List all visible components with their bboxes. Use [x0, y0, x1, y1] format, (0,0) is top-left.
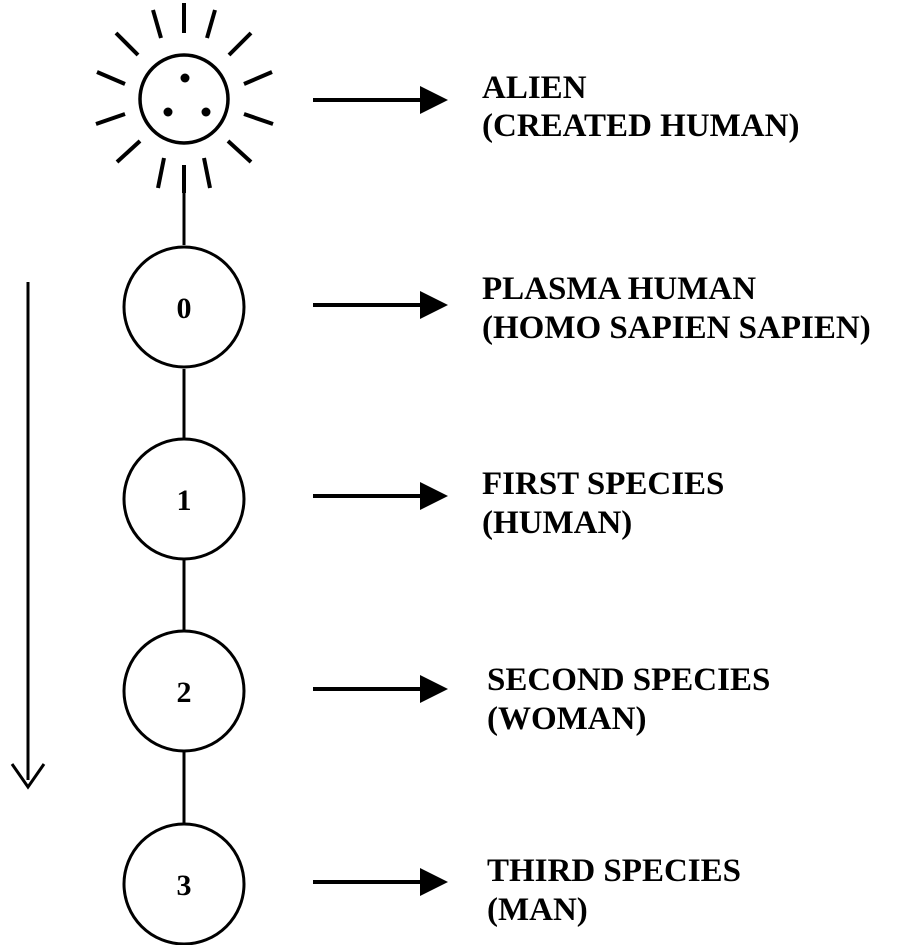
arrow-node-1	[313, 482, 448, 510]
label-node-1: FIRST SPECIES (HUMAN)	[482, 466, 724, 541]
label-node-1-line1: FIRST SPECIES	[482, 466, 724, 502]
label-node-3-line2: (MAN)	[487, 892, 588, 928]
alien-eye-right	[201, 107, 211, 117]
arrow-node-3	[313, 868, 448, 896]
arrow-node-2	[313, 675, 448, 703]
label-node-0: PLASMA HUMAN (HOMO SAPIEN SAPIEN)	[482, 271, 871, 346]
alien-eye-left	[163, 107, 173, 117]
label-node-3: THIRD SPECIES (MAN)	[487, 853, 741, 928]
node-2: 2	[122, 629, 246, 753]
node-0-label: 0	[177, 292, 192, 325]
label-node-0-line1: PLASMA HUMAN	[482, 271, 756, 307]
label-node-0-line2: (HOMO SAPIEN SAPIEN)	[482, 310, 871, 346]
label-alien-line2: (CREATED HUMAN)	[482, 108, 799, 144]
label-node-2: SECOND SPECIES (WOMAN)	[487, 662, 770, 737]
label-node-2-line2: (WOMAN)	[487, 701, 646, 737]
node-1-label: 1	[177, 484, 192, 517]
node-3: 3	[122, 822, 246, 945]
label-node-3-line1: THIRD SPECIES	[487, 853, 741, 889]
node-1: 1	[122, 437, 246, 561]
node-2-label: 2	[177, 676, 192, 709]
arrow-node-0	[313, 291, 448, 319]
label-node-1-line2: (HUMAN)	[482, 505, 632, 541]
label-alien: ALIEN (CREATED HUMAN)	[482, 70, 799, 144]
node-3-label: 3	[177, 869, 192, 902]
downward-arrow-icon	[10, 282, 46, 790]
sun-rays	[95, 3, 274, 193]
label-alien-line1: ALIEN	[482, 70, 587, 106]
label-node-2-line1: SECOND SPECIES	[487, 662, 770, 698]
alien-eye-top	[180, 73, 190, 83]
alien-sun-icon	[95, 3, 274, 193]
node-0: 0	[122, 245, 246, 369]
arrow-alien	[313, 86, 448, 114]
